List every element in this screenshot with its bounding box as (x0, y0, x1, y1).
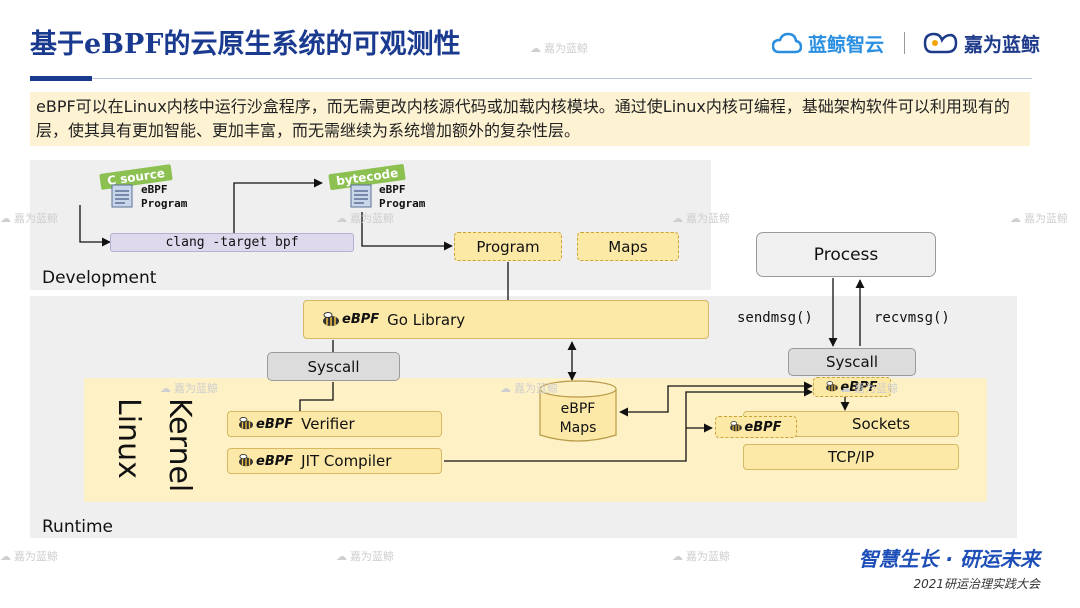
verifier-label: Verifier (301, 415, 355, 433)
ebpf-maps-label: eBPF Maps (536, 400, 620, 438)
ebpf-logo-text: eBPF (342, 312, 380, 327)
ebpf-logo-text: eBPF (744, 419, 782, 435)
watermark: ☁嘉为蓝鲸 (0, 211, 58, 226)
watermark-icon: ☁ (0, 211, 11, 225)
bytecode-doc-label: eBPF Program (379, 183, 425, 211)
tcpip-box: TCP/IP (743, 444, 959, 470)
c-source-document-icon (111, 184, 133, 208)
arrow-source-to-clang (79, 205, 111, 247)
watermark-icon: ☁ (672, 211, 683, 225)
watermark-icon: ☁ (672, 549, 683, 563)
syscall-left-box: Syscall (267, 352, 400, 381)
clang-command-box: clang -target bpf (110, 233, 354, 252)
logo-bluking: 蓝鲸智云 (772, 28, 884, 58)
watermark: ☁嘉为蓝鲸 (0, 549, 58, 564)
bee-icon (826, 381, 839, 392)
ebpf-maps-cylinder (539, 380, 617, 442)
ebpf-bee-logo-hook-upper: eBPF (824, 379, 878, 395)
watermark: ☁嘉为蓝鲸 (530, 41, 588, 56)
verifier-box: eBPF Verifier (227, 411, 442, 437)
arrow-jit-upper-hook (444, 387, 813, 462)
watermark-icon: ☁ (0, 549, 11, 563)
intro-text: eBPF可以在Linux内核中运行沙盒程序，而无需更改内核源代码或加载内核模块。… (36, 97, 1010, 140)
watermark: ☁嘉为蓝鲸 (840, 381, 898, 396)
ebpf-logo-text: eBPF (256, 416, 294, 432)
logo-canway: 嘉为蓝鲸 (922, 28, 1040, 58)
jit-compiler-label: JIT Compiler (301, 452, 392, 470)
syscall-right-box: Syscall (788, 348, 916, 376)
runtime-label: Runtime (42, 517, 114, 537)
bee-icon (323, 311, 339, 326)
bytecode-doc-line2: Program (379, 197, 426, 210)
ebpf-bee-logo-hook-lower: eBPF (728, 419, 782, 435)
logo-canway-text: 嘉为蓝鲸 (964, 33, 1041, 56)
watermark: ☁嘉为蓝鲸 (672, 211, 730, 226)
whale-logo-icon (923, 32, 958, 54)
footer-event: 2021研运治理实践大会 (913, 577, 1040, 591)
c-source-doc-line2: Program (141, 197, 188, 210)
ebpf-hook-lower: eBPF (715, 416, 797, 438)
arrow-maps-upper-hook (619, 381, 813, 417)
watermark-icon: ☁ (160, 381, 171, 395)
ebpf-hook-upper: eBPF (813, 377, 891, 397)
cloud-logo-icon (772, 32, 802, 54)
title-underline (92, 78, 1032, 79)
arrow-clang-to-bytecode (233, 178, 323, 233)
footer-slogan: 智慧生长 · 研运未来 (858, 547, 1040, 571)
bee-icon (239, 454, 253, 467)
watermark-icon: ☁ (1010, 211, 1021, 225)
line-syscall-to-verifier (299, 382, 334, 411)
title-underline-accent (30, 76, 92, 81)
kernel-band (84, 378, 987, 502)
go-library-box: eBPF Go Library (303, 300, 709, 339)
recvmsg-label: recvmsg() (874, 310, 950, 326)
ebpf-bee-logo-verifier: eBPF (236, 417, 293, 432)
watermark-icon: ☁ (840, 381, 851, 395)
watermark-icon: ☁ (336, 211, 347, 225)
logo-bluking-text: 蓝鲸智云 (808, 33, 885, 56)
watermark: ☁嘉为蓝鲸 (672, 549, 730, 564)
bee-icon (239, 417, 253, 430)
watermark-icon: ☁ (500, 381, 511, 395)
development-label: Development (42, 268, 157, 288)
ebpf-maps-line1: eBPF (560, 401, 596, 417)
ebpf-bee-logo: eBPF (320, 311, 380, 328)
go-library-label: Go Library (387, 310, 466, 329)
c-source-doc-line1: eBPF (141, 183, 168, 196)
logo-separator (904, 32, 905, 54)
watermark-icon: ☁ (336, 549, 347, 563)
bytecode-document-icon (350, 184, 372, 208)
process-box: Process (756, 232, 936, 277)
sendmsg-label: sendmsg() (737, 310, 813, 326)
watermark: ☁嘉为蓝鲸 (1010, 211, 1068, 226)
watermark: ☁嘉为蓝鲸 (336, 549, 394, 564)
watermark-icon: ☁ (530, 41, 541, 55)
ebpf-bee-logo-jit: eBPF (236, 454, 293, 469)
watermark: ☁嘉为蓝鲸 (160, 381, 218, 396)
arrow-bytecode-to-program (361, 212, 453, 251)
intro-panel: eBPF可以在Linux内核中运行沙盒程序，而无需更改内核源代码或加载内核模块。… (30, 92, 1030, 146)
watermark: ☁嘉为蓝鲸 (336, 211, 394, 226)
jit-compiler-box: eBPF JIT Compiler (227, 448, 442, 474)
bytecode-doc-line1: eBPF (379, 183, 406, 196)
maps-box: Maps (577, 232, 679, 261)
program-box: Program (454, 232, 562, 261)
ebpf-maps-line2: Maps (559, 420, 597, 436)
c-source-doc-label: eBPF Program (141, 183, 187, 211)
watermark: ☁嘉为蓝鲸 (500, 381, 558, 396)
bee-icon (730, 421, 743, 432)
ebpf-logo-text: eBPF (256, 453, 294, 469)
page-title: 基于eBPF的云原生系统的可观测性 (30, 29, 461, 60)
ebpf-logo-text: eBPF (840, 379, 878, 395)
